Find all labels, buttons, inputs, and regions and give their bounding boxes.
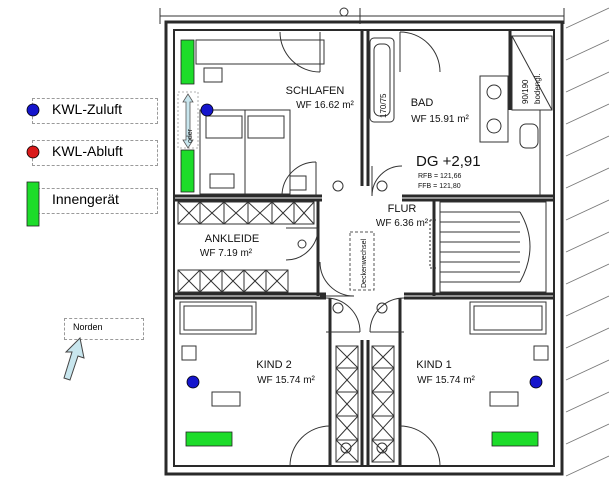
pipe-markers [297, 180, 388, 454]
room-schlafen-name: SCHLAFEN [286, 85, 345, 97]
deckenwechsel-box [349, 231, 375, 291]
innengeraet-schlafen-top [180, 39, 195, 85]
room-ankleide-area: WF 7.19 m² [200, 248, 253, 259]
room-kind1-area: WF 15.74 m² [417, 375, 475, 386]
innengeraet-kind2 [185, 431, 233, 447]
legend-zuluft [32, 98, 158, 124]
room-flur-name: FLUR [388, 203, 417, 215]
room-bad-area: WF 15.91 m² [411, 114, 469, 125]
room-kind1-name: KIND 1 [416, 359, 451, 371]
zuluft-kind1 [529, 375, 543, 389]
room-flur-area: WF 6.36 m² [376, 218, 429, 229]
bad-fixtures [369, 35, 553, 196]
room-bad-name: BAD [411, 97, 434, 109]
north-arrow-icon [63, 336, 85, 381]
room-schlafen-area: WF 16.62 m² [296, 100, 354, 111]
legend-abluft [32, 140, 158, 166]
oder-arrow [177, 91, 199, 149]
legend-geraet [32, 188, 158, 214]
level-rfb: RFB = 121,66 [418, 173, 461, 180]
shower-size-label: 90/190 [521, 79, 530, 104]
zuluft-schlafen [200, 103, 214, 117]
level-ffb: FFB = 121,80 [418, 183, 461, 190]
stairs [429, 201, 547, 293]
kinder-furniture [179, 301, 549, 407]
schlafen-furniture [195, 39, 325, 195]
room-kind2-area: WF 15.74 m² [257, 375, 315, 386]
zuluft-markers [26, 103, 543, 389]
deckenwechsel-label: Deckenwechsel [361, 239, 368, 288]
legend-geraet-label: Innengerät [52, 191, 119, 207]
legend-abluft-label: KWL-Abluft [52, 143, 123, 159]
level-title: DG +2,91 [416, 153, 481, 170]
innengeraet-kind1 [491, 431, 539, 447]
roof-hatching [565, 7, 609, 477]
outer-walls [164, 20, 564, 476]
ankleide-wardrobes [177, 201, 315, 293]
north-label: Norden [73, 322, 103, 332]
legend-zuluft-label: KWL-Zuluft [52, 101, 123, 117]
north-label-box [64, 318, 144, 340]
legend-geraet-swatch [26, 181, 40, 227]
legend-zuluft-dot [26, 103, 40, 117]
shower-type-label: bodengl. [533, 73, 542, 104]
legend-abluft-dot [26, 145, 40, 159]
innengeraet-markers [180, 39, 539, 447]
oder-label: oder [187, 128, 194, 143]
room-ankleide-name: ANKLEIDE [205, 233, 259, 245]
zuluft-kind2 [186, 375, 200, 389]
room-kind2-name: KIND 2 [256, 359, 291, 371]
kinder-wardrobes [335, 345, 395, 463]
doors [279, 31, 441, 467]
bathtub-size-label: 170/75 [379, 93, 388, 118]
innengeraet-schlafen-bottom [180, 149, 195, 193]
